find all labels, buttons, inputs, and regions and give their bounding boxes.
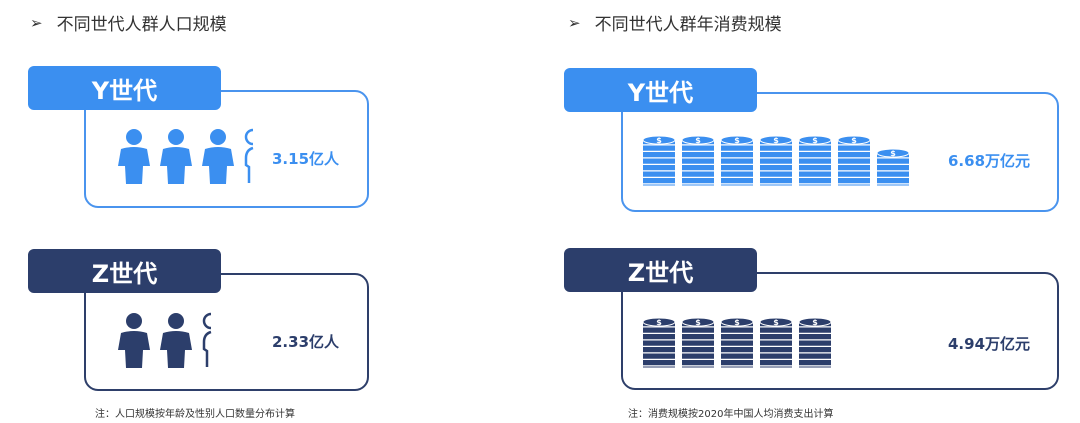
arrow-icon: ➢ xyxy=(568,13,581,32)
svg-text:$: $ xyxy=(773,318,779,327)
population-note: 注：人口规模按年龄及性别人口数量分布计算 xyxy=(95,409,295,420)
consumption-z-icons: $ $ $ $ $ xyxy=(642,312,837,372)
coin-stack-icon: $ xyxy=(681,135,715,185)
arrow-icon: ➢ xyxy=(30,13,43,32)
consumption-note: 注：消费规模按2020年中国人均消费支出计算 xyxy=(628,409,834,420)
svg-text:$: $ xyxy=(851,136,857,145)
coin-stack-icon: $ xyxy=(837,135,871,185)
coin-stack-icon: $ xyxy=(798,317,832,367)
coin-stack-icon: $ xyxy=(798,135,832,185)
coin-stack-icon: $ xyxy=(759,317,793,367)
svg-text:$: $ xyxy=(734,318,740,327)
partial-person-icon xyxy=(244,128,254,183)
population-title: 不同世代人群人口规模 xyxy=(56,15,227,35)
svg-text:$: $ xyxy=(890,149,896,158)
svg-text:$: $ xyxy=(656,136,662,145)
svg-text:$: $ xyxy=(734,136,740,145)
svg-text:$: $ xyxy=(812,318,818,327)
svg-text:$: $ xyxy=(773,136,779,145)
svg-text:$: $ xyxy=(812,136,818,145)
consumption-y-icons: $ $ $ $ $ $ $ xyxy=(642,130,915,190)
person-icon xyxy=(118,129,150,184)
coin-stack-icon: $ xyxy=(720,135,754,185)
consumption-y-value: 6.68万亿元 xyxy=(948,152,1031,170)
person-icon xyxy=(160,313,192,368)
coin-stack-icon: $ xyxy=(642,135,676,185)
svg-text:$: $ xyxy=(656,318,662,327)
consumption-z-tag: Z世代 xyxy=(564,248,757,292)
coin-stack-icon: $ xyxy=(681,317,715,367)
population-z-icons xyxy=(116,312,216,370)
consumption-heading: ➢ 不同世代人群年消费规模 xyxy=(568,10,782,36)
person-icon xyxy=(160,129,192,184)
svg-text:$: $ xyxy=(695,318,701,327)
consumption-title: 不同世代人群年消费规模 xyxy=(594,15,782,35)
coin-stack-icon: $ xyxy=(876,148,910,185)
population-heading: ➢ 不同世代人群人口规模 xyxy=(30,10,227,36)
population-y-icons xyxy=(116,128,258,186)
coin-stack-icon: $ xyxy=(759,135,793,185)
population-z-tag: Z世代 xyxy=(28,249,221,293)
person-icon xyxy=(202,129,234,184)
consumption-y-tag: Y世代 xyxy=(564,68,757,112)
consumption-z-value: 4.94万亿元 xyxy=(948,335,1031,353)
population-y-tag: Y世代 xyxy=(28,66,221,110)
population-y-value: 3.15亿人 xyxy=(272,150,340,168)
population-z-value: 2.33亿人 xyxy=(272,333,340,351)
coin-stack-icon: $ xyxy=(642,317,676,367)
coin-stack-icon: $ xyxy=(720,317,754,367)
svg-text:$: $ xyxy=(695,136,701,145)
partial-person-icon xyxy=(202,312,212,367)
person-icon xyxy=(118,313,150,368)
